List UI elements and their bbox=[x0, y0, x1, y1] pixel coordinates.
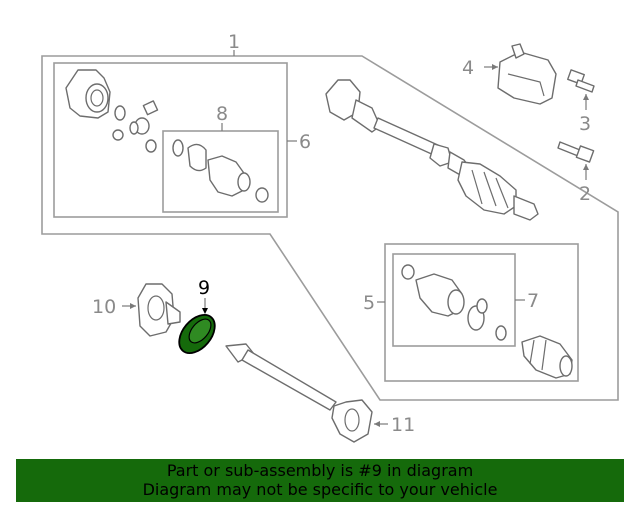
callout-7[interactable]: 7 bbox=[527, 290, 539, 312]
callout-10[interactable]: 10 bbox=[92, 296, 116, 318]
banner-line-2: Diagram may not be specific to your vehi… bbox=[142, 480, 498, 499]
bolt-part-3 bbox=[567, 69, 595, 93]
callout-5[interactable]: 5 bbox=[363, 292, 375, 314]
small-rings-group-a bbox=[112, 100, 159, 153]
callout-4[interactable]: 4 bbox=[462, 57, 474, 79]
flange-part-10 bbox=[137, 283, 181, 337]
banner-line-1: Part or sub-assembly is #9 in diagram bbox=[166, 461, 474, 480]
bracket-part-4 bbox=[497, 43, 557, 105]
upper-axle-shaft bbox=[325, 79, 539, 221]
subassembly-box-6 bbox=[53, 62, 288, 218]
callout-3[interactable]: 3 bbox=[579, 113, 591, 135]
subassembly-box-5 bbox=[384, 243, 579, 382]
cv-joint-housing bbox=[65, 69, 111, 119]
callout-6[interactable]: 6 bbox=[299, 131, 311, 153]
boot-kit-8 bbox=[172, 139, 269, 203]
bolt-part-2 bbox=[557, 141, 595, 163]
inner-boot-part-5 bbox=[521, 335, 573, 379]
callout-2[interactable]: 2 bbox=[579, 183, 591, 205]
lower-axle-shaft bbox=[225, 343, 373, 443]
subassembly-box-8 bbox=[162, 130, 279, 213]
assembly-outline-1 bbox=[41, 55, 619, 401]
callout-1[interactable]: 1 bbox=[228, 31, 240, 53]
callout-9[interactable]: 9 bbox=[198, 277, 210, 299]
callout-8[interactable]: 8 bbox=[216, 103, 228, 125]
boot-kit-7 bbox=[401, 264, 507, 341]
part-info-banner: Part or sub-assembly is #9 in diagram Di… bbox=[16, 459, 624, 502]
seal-part-9-highlighted[interactable] bbox=[172, 308, 222, 360]
callout-11[interactable]: 11 bbox=[391, 414, 415, 436]
